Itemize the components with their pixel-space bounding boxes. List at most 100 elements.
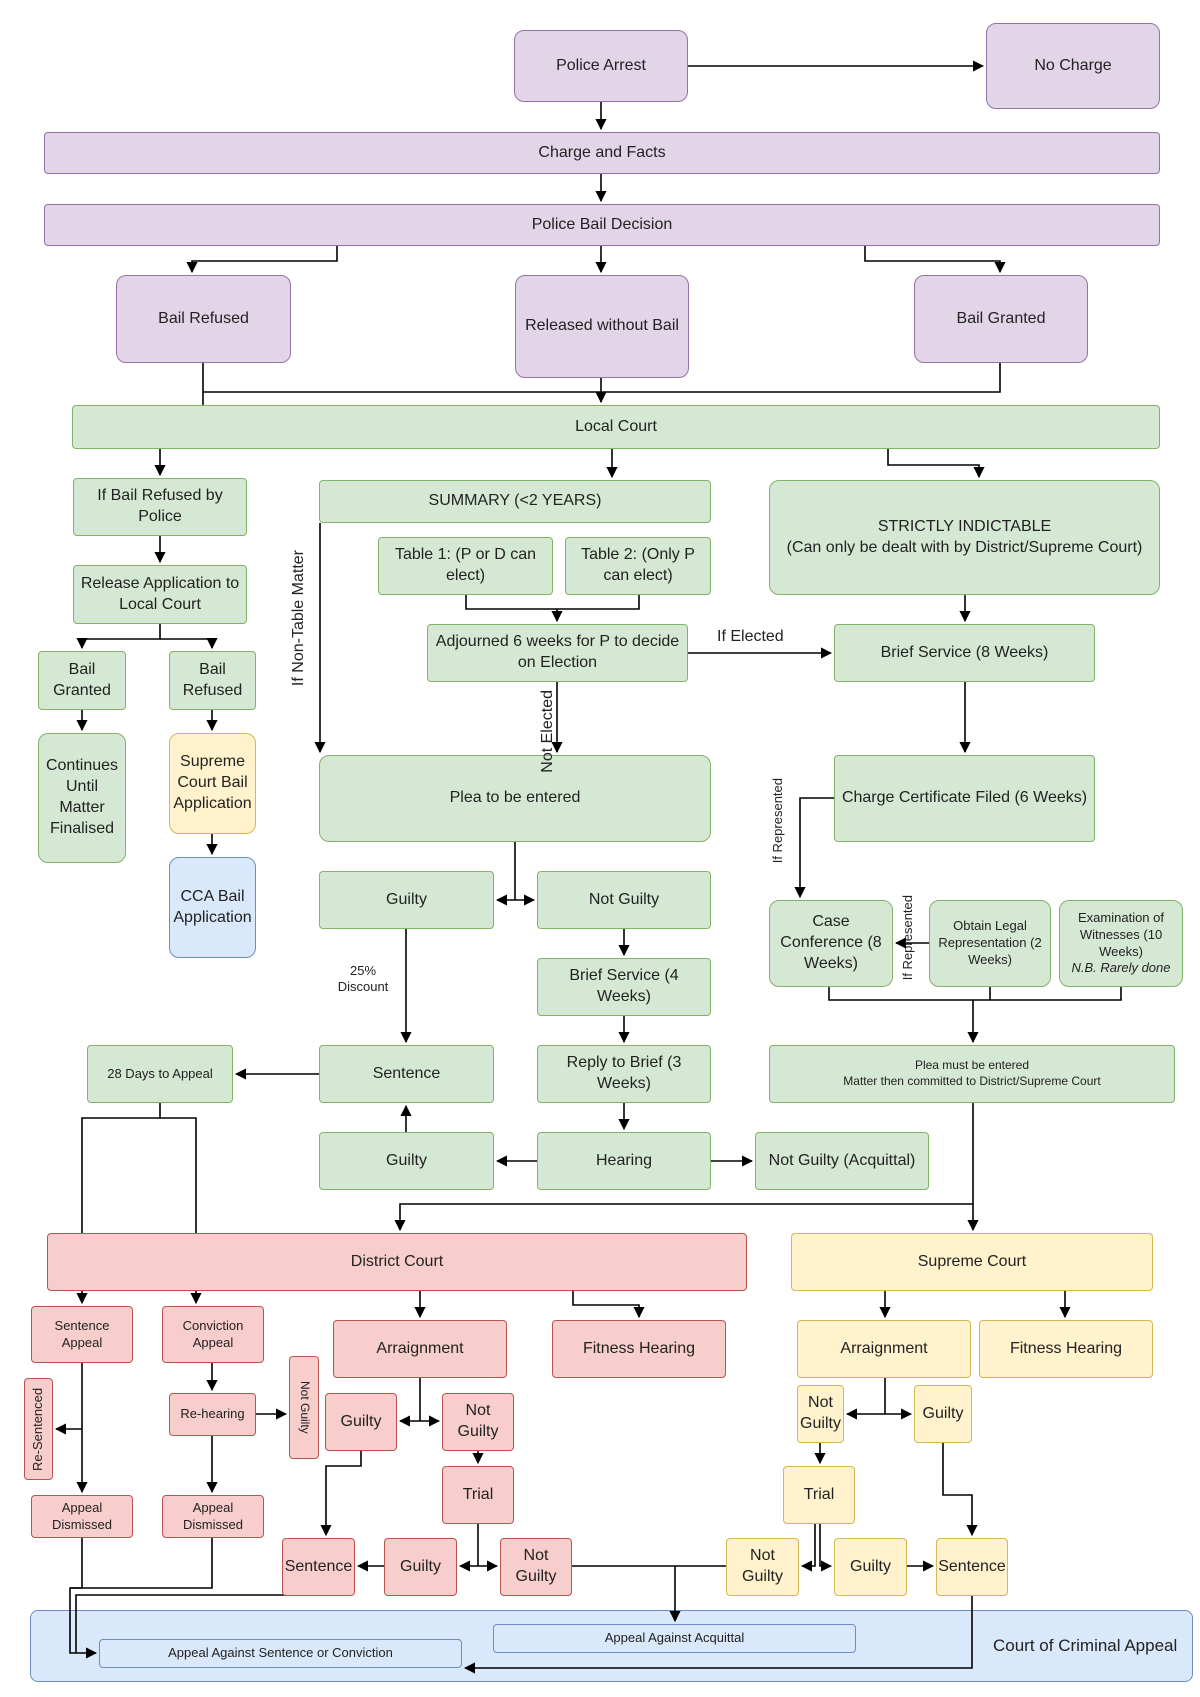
court-of-criminal-appeal-label: Court of Criminal Appeal [993,1636,1178,1655]
dc-trial-node[interactable]: Trial [442,1466,514,1524]
summary-guilty-label: Guilty [386,890,427,908]
not-guilty-vertical-label: Not Guilty [297,1381,312,1434]
days-to-appeal-label: 28 Days to Appeal [107,1065,213,1081]
sentence-appeal-label: Sentence Appeal [54,1317,110,1350]
no-charge-label: No Charge [1034,56,1112,74]
dc-trial-not-guilty-node[interactable]: Not Guilty [500,1538,572,1596]
if-bail-refused-by-police-node[interactable]: If Bail Refused by Police [73,478,247,536]
sc-sentence-label: Sentence [938,1557,1006,1575]
re-hearing-node[interactable]: Re-hearing [169,1393,256,1436]
plea-must-be-entered-line2: Matter then committed to District/Suprem… [843,1074,1101,1088]
sentence-appeal-node[interactable]: Sentence Appeal [31,1306,133,1363]
sc-fitness-node[interactable]: Fitness Hearing [979,1320,1153,1378]
dc-guilty-node[interactable]: Guilty [325,1393,397,1451]
sentence-node[interactable]: Sentence [319,1045,494,1103]
sc-sentence-node[interactable]: Sentence [936,1538,1008,1596]
sc-guilty-node[interactable]: Guilty [914,1385,972,1443]
hearing-node[interactable]: Hearing [537,1132,711,1190]
dc-trial-label: Trial [462,1485,494,1503]
release-application-label: Release Application to Local Court [80,574,240,613]
appeal-against-acquittal-label: Appeal Against Acquittal [604,1630,745,1646]
conviction-appeal-node[interactable]: Conviction Appeal [162,1306,264,1363]
lc-bail-granted-label: Bail Granted [53,660,111,699]
sc-not-guilty-label: Not Guilty [800,1394,841,1432]
connector-67 [800,1524,816,1572]
sc-arraignment-node[interactable]: Arraignment [797,1320,971,1378]
dc-arraignment-node[interactable]: Arraignment [333,1320,507,1378]
no-charge-node[interactable]: No Charge [986,23,1160,109]
summary-not-guilty-node[interactable]: Not Guilty [537,871,711,929]
adjourned-node[interactable]: Adjourned 6 weeks for P to decide on Ele… [427,624,688,682]
sc-trial-guilty-node[interactable]: Guilty [834,1538,907,1596]
case-conference-node[interactable]: Case Conference (8 Weeks) [769,900,893,987]
examination-note-label: N.B. Rarely done [1071,960,1171,976]
sc-arraignment-label: Arraignment [840,1339,928,1357]
dc-fitness-node[interactable]: Fitness Hearing [552,1320,726,1378]
lc-bail-refused-node[interactable]: Bail Refused [169,651,256,710]
released-without-bail-node[interactable]: Released without Bail [515,275,689,378]
brief-service-4-node[interactable]: Brief Service (4 Weeks) [537,958,711,1016]
plea-must-be-entered-node[interactable]: Plea must be entered Matter then committ… [769,1045,1175,1103]
re-sentenced-node[interactable]: Re-Sentenced [24,1378,53,1480]
not-guilty-acquittal-node[interactable]: Not Guilty (Acquittal) [755,1132,929,1190]
brief-service-8-node[interactable]: Brief Service (8 Weeks) [834,624,1095,682]
hearing-guilty-node[interactable]: Guilty [319,1132,494,1190]
strictly-indictable-node[interactable]: STRICTLY INDICTABLE (Can only be dealt w… [769,480,1160,595]
police-bail-decision-label: Police Bail Decision [531,215,673,233]
police-bail-decision-node[interactable]: Police Bail Decision [44,204,1160,246]
table-1-node[interactable]: Table 1: (P or D can elect) [378,537,553,595]
sc-trial-guilty-label: Guilty [850,1557,891,1575]
connector-14 [160,637,218,650]
obtain-legal-node[interactable]: Obtain Legal Representation (2 Weeks) [929,900,1051,987]
sc-trial-not-guilty-node[interactable]: Not Guilty [726,1538,799,1596]
charge-and-facts-label: Charge and Facts [538,143,666,161]
dc-not-guilty-node[interactable]: Not Guilty [442,1393,514,1451]
supreme-court-node[interactable]: Supreme Court [791,1233,1153,1291]
dc-trial-guilty-node[interactable]: Guilty [384,1538,457,1596]
dc-sentence-node[interactable]: Sentence [282,1538,355,1596]
cca-bail-node[interactable]: CCA Bail Application [169,857,256,958]
district-court-label: District Court [350,1252,444,1270]
police-arrest-node[interactable]: Police Arrest [514,30,688,102]
appeal-against-acquittal-node[interactable]: Appeal Against Acquittal [493,1624,856,1653]
lc-bail-granted-node[interactable]: Bail Granted [38,651,126,710]
bail-refused-node[interactable]: Bail Refused [116,275,291,363]
sentence-label: Sentence [372,1064,441,1082]
local-court-node[interactable]: Local Court [72,405,1160,449]
dc-not-guilty-label: Not Guilty [457,1402,499,1440]
not-guilty-vertical-node[interactable]: Not Guilty [289,1356,319,1459]
if-bail-refused-by-police-label: If Bail Refused by Police [97,487,223,525]
not-elected-label: Not Elected [539,690,556,773]
sc-trial-label: Trial [803,1485,835,1503]
reply-to-brief-node[interactable]: Reply to Brief (3 Weeks) [537,1045,711,1103]
examination-witnesses-node[interactable]: Examination of Witnesses (10 Weeks) N.B.… [1059,900,1183,987]
appeal-dismissed-2-node[interactable]: Appeal Dismissed [162,1495,264,1538]
charge-certificate-label: Charge Certificate Filed (6 Weeks) [841,789,1088,807]
bail-granted-node[interactable]: Bail Granted [914,275,1088,363]
summary-label: SUMMARY (<2 YEARS) [428,492,602,510]
plea-to-be-entered-node[interactable]: Plea to be entered [319,755,711,842]
sc-not-guilty-node[interactable]: Not Guilty [797,1385,844,1443]
connector-46 [572,1291,645,1319]
summary-guilty-node[interactable]: Guilty [319,871,494,929]
re-hearing-label: Re-hearing [180,1406,245,1422]
sc-fitness-label: Fitness Hearing [1009,1339,1123,1357]
days-to-appeal-node[interactable]: 28 Days to Appeal [87,1045,233,1103]
supreme-court-label: Supreme Court [917,1252,1027,1270]
table-2-node[interactable]: Table 2: (Only P can elect) [565,537,711,595]
sc-trial-node[interactable]: Trial [783,1466,855,1524]
summary-node[interactable]: SUMMARY (<2 YEARS) [319,480,711,523]
charge-certificate-node[interactable]: Charge Certificate Filed (6 Weeks) [834,755,1095,842]
brief-service-8-label: Brief Service (8 Weeks) [880,643,1049,661]
supreme-court-bail-node[interactable]: Supreme Court Bail Application [169,733,256,834]
charge-and-facts-node[interactable]: Charge and Facts [44,132,1160,174]
district-court-node[interactable]: District Court [47,1233,747,1291]
released-without-bail-label: Released without Bail [525,317,679,335]
release-application-node[interactable]: Release Application to Local Court [73,565,247,624]
connector-68 [819,1524,833,1572]
appeal-dismissed-1-node[interactable]: Appeal Dismissed [31,1495,133,1538]
appeal-dismissed-1-label: Appeal Dismissed [52,1499,112,1532]
appeal-against-sentence-node[interactable]: Appeal Against Sentence or Conviction [99,1639,462,1668]
continues-until-finalised-node[interactable]: Continues Until Matter Finalised [38,733,126,863]
